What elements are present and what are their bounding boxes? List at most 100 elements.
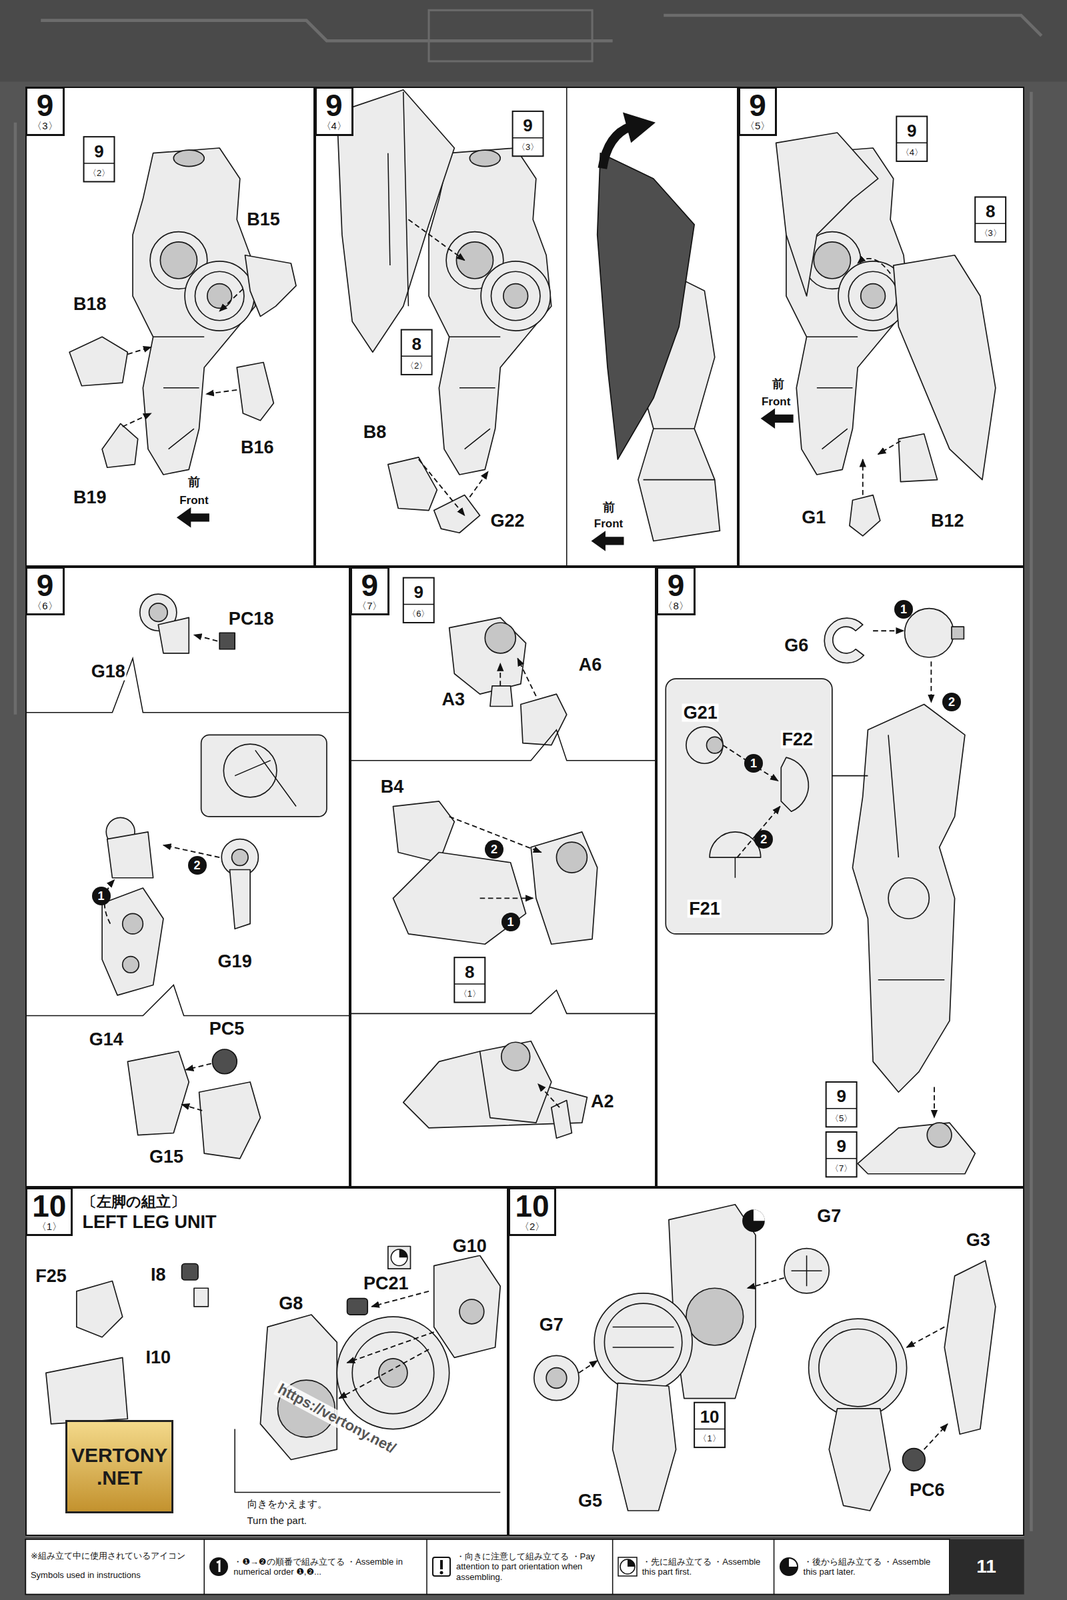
step-heading: 9〈6〉 — [26, 568, 349, 617]
part-illustration — [434, 495, 481, 534]
part-number: F21 — [687, 899, 722, 918]
part-illustration — [434, 1255, 501, 1358]
part-number: G19 — [216, 952, 254, 971]
assembly-arrow — [122, 413, 152, 427]
reference-frame — [826, 1108, 857, 1110]
legend-icon — [616, 1556, 639, 1578]
part-number: I8 — [149, 1266, 168, 1285]
part-illustration — [602, 126, 631, 169]
part-illustration — [352, 1332, 434, 1414]
legend-text: ・後から組み立てる ・Assemble this part later. — [803, 1557, 946, 1578]
callout-pointer — [350, 990, 657, 1014]
callout-pointer — [25, 985, 351, 1017]
part-number: PC18 — [227, 609, 276, 628]
reference-frame — [896, 116, 927, 162]
assembly-arrow — [924, 1424, 948, 1450]
part-illustration — [888, 878, 929, 919]
part-illustration — [490, 686, 513, 707]
substep-number: 〈7〉 — [356, 600, 383, 613]
part-number: G1 — [800, 508, 827, 527]
assembly-arrow — [736, 806, 780, 859]
part-illustration — [336, 90, 455, 353]
reference-frame — [826, 1082, 857, 1128]
step-number: 9 — [748, 90, 767, 121]
assembly-arrow — [163, 845, 220, 858]
step-panel: 9〈4〉 — [314, 86, 739, 567]
part-illustration — [808, 1319, 907, 1418]
reference-step: 8 — [985, 202, 995, 221]
callout-pointer — [25, 658, 868, 1017]
part-number: B15 — [245, 210, 282, 229]
callout-number: 2 — [942, 692, 961, 712]
reference-substep: 〈7〉 — [830, 1163, 853, 1173]
reference-frame — [512, 111, 544, 157]
front-arrow — [176, 507, 210, 529]
part-illustration — [818, 1329, 897, 1407]
watermark-badge: VERTONY .NET — [65, 1420, 174, 1514]
footer-note: Symbols used in instructions — [30, 1571, 141, 1580]
legend-icon — [627, 1559, 635, 1568]
reference-step: 9 — [414, 583, 424, 601]
legend-item: ・先に組み立てる ・Assemble this part first. — [612, 1539, 775, 1596]
step-number: 10 — [32, 1191, 67, 1222]
part-number: PC21 — [362, 1274, 411, 1293]
reference-substep: 〈1〉 — [458, 988, 481, 998]
part-illustration — [244, 255, 297, 317]
reference-substep: 〈4〉 — [900, 148, 923, 157]
part-illustration — [388, 457, 437, 511]
part-illustration — [234, 750, 297, 807]
reference-substep: 〈6〉 — [407, 609, 430, 619]
assembly-arrow — [104, 219, 948, 1450]
part-illustration — [665, 678, 833, 935]
part-illustration — [597, 153, 695, 460]
front-arrow — [760, 408, 794, 429]
part-illustration — [336, 1317, 449, 1430]
callout-number: 1 — [501, 912, 521, 932]
assembly-arrow — [480, 897, 534, 899]
legend-icon — [216, 1561, 220, 1573]
step-box: 10〈2〉 — [508, 1187, 556, 1238]
callout-pointer — [832, 775, 869, 777]
legend-text: ・❶→❷の順番で組み立てる ・Assemble in numerical ord… — [233, 1557, 423, 1578]
substep-number: 〈3〉 — [32, 120, 58, 133]
part-illustration — [347, 1299, 369, 1316]
part-illustration — [706, 736, 723, 753]
part-number: G14 — [88, 1030, 125, 1049]
step-box: 9〈4〉 — [314, 86, 354, 137]
part-illustration — [784, 1249, 829, 1294]
note-text: 向きをかえます。 — [247, 1499, 328, 1510]
note-text: Turn the part. — [247, 1515, 308, 1526]
reference-substep: 〈2〉 — [88, 168, 111, 177]
part-illustration — [849, 495, 881, 537]
substep-number: 〈4〉 — [321, 120, 347, 133]
part-number: G15 — [148, 1147, 185, 1166]
footer-band — [25, 1539, 950, 1596]
part-illustration — [46, 90, 996, 1512]
part-illustration — [260, 1315, 337, 1460]
assembly-arrow — [469, 471, 489, 497]
step-number: 9 — [36, 570, 55, 601]
callout-pointer — [350, 730, 657, 761]
part-number: PC5 — [208, 1020, 247, 1039]
reference-frame — [826, 1132, 857, 1178]
reference-step: 8 — [411, 335, 421, 353]
callout-number: 2 — [188, 856, 207, 875]
step-heading: 9 〈7〉 — [351, 568, 655, 617]
front-label: Front — [179, 494, 209, 507]
step-panel: 9〈3〉 — [25, 86, 315, 567]
step-box: 9〈6〉 — [25, 566, 65, 617]
legend-text: ・向きに注意して組み立てる ・Pay attention to part ori… — [456, 1551, 609, 1584]
part-illustration — [904, 608, 954, 658]
substep-number: 〈2〉 — [519, 1221, 545, 1234]
part-number: G18 — [90, 662, 127, 681]
part-illustration — [46, 1357, 128, 1425]
reference-frame — [403, 604, 435, 606]
footer-band — [949, 1539, 1025, 1596]
section-title: 〔左脚の組立〕 — [82, 1192, 217, 1213]
part-number: A3 — [440, 690, 467, 709]
reference-step: 10 — [700, 1408, 720, 1426]
reference-frame — [84, 136, 115, 182]
assembly-arrow — [371, 1291, 429, 1308]
front-label: 前 — [602, 501, 615, 514]
part-illustration — [449, 617, 527, 695]
